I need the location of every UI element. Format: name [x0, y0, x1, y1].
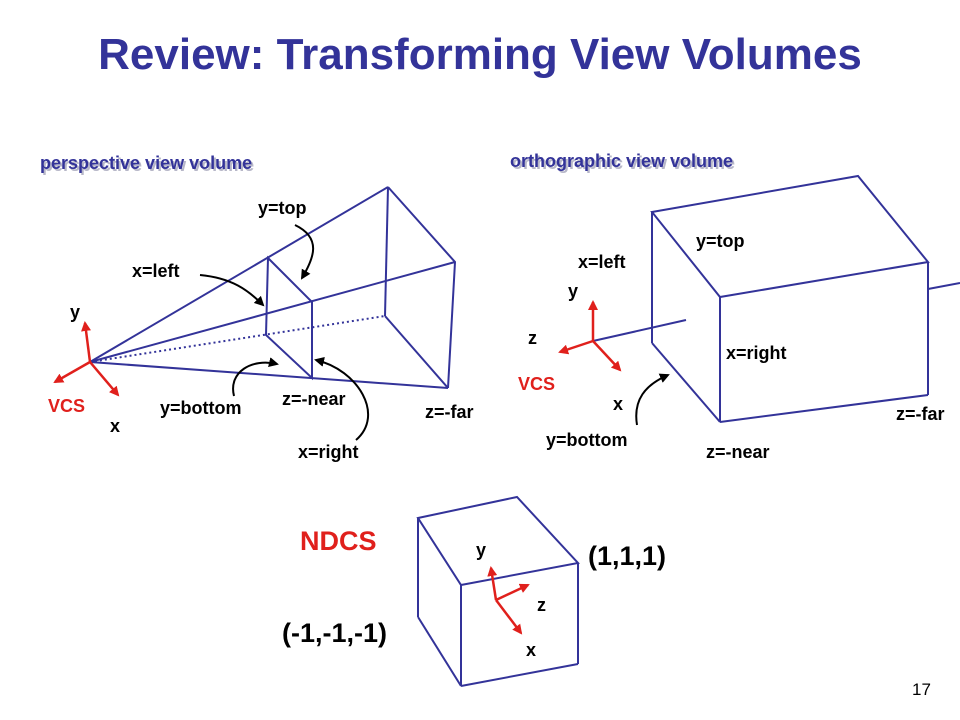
ndcs-axis-x-label: x	[526, 640, 536, 660]
perspective-heading: perspective view volume	[40, 153, 252, 173]
near-plane	[264, 255, 313, 381]
slide-title: Review: Transforming View Volumes	[98, 30, 862, 79]
ndcs-panel: y z x NDCS (1,1,1) (-1,-1,-1)	[282, 495, 666, 687]
far-plane-visible	[387, 186, 457, 389]
ortho-top-face	[650, 174, 930, 299]
orthographic-heading: orthographic view volume	[510, 151, 733, 171]
far-plane-left-edge	[384, 186, 389, 317]
ortho-bottom-left-edge	[651, 342, 721, 423]
orthographic-heading-shadow: orthographic view volume	[512, 153, 735, 173]
perspective-left-label: x=left	[132, 261, 180, 281]
ndcs-z-axis	[495, 583, 530, 602]
ortho-pointer-bottom	[635, 373, 670, 426]
page-number: 17	[912, 680, 931, 699]
ortho-x-axis	[592, 340, 622, 372]
perspective-near-label: z=-near	[282, 389, 346, 409]
perspective-axis-y-label: y	[70, 302, 80, 322]
pointer-right	[314, 356, 369, 441]
far-plane-bottom-edge	[384, 315, 449, 389]
perspective-x-axis	[89, 361, 120, 397]
pointer-top	[294, 224, 314, 280]
ndcs-axis-y-label: y	[476, 540, 486, 560]
ortho-axis-x-label: x	[613, 394, 623, 414]
frustum-bottom-edge	[89, 361, 449, 389]
perspective-vcs-label: VCS	[48, 396, 85, 416]
perspective-top-label: y=top	[258, 198, 307, 218]
perspective-y-axis	[81, 321, 92, 363]
ndcs-x-axis	[495, 599, 523, 635]
pointer-left	[199, 274, 265, 307]
ortho-vcs-label: VCS	[518, 374, 555, 394]
ndcs-label: NDCS	[300, 526, 377, 556]
perspective-right-label: x=right	[298, 442, 359, 462]
ndcs-y-axis	[487, 566, 498, 601]
frustum-hidden-edge	[89, 315, 386, 363]
ndcs-min-corner-label: (-1,-1,-1)	[282, 618, 387, 648]
ndcs-top-face	[416, 495, 580, 587]
perspective-bottom-label: y=bottom	[160, 398, 242, 418]
ndcs-bottom-left-edge	[417, 616, 462, 687]
perspective-panel: perspective view volume perspective view…	[40, 153, 474, 462]
ortho-far-label: z=-far	[896, 404, 945, 424]
ortho-near-label: z=-near	[706, 442, 770, 462]
ortho-bottom-label: y=bottom	[546, 430, 628, 450]
pointer-bottom	[232, 357, 279, 397]
perspective-heading-shadow: perspective view volume	[42, 155, 254, 175]
perspective-far-label: z=-far	[425, 402, 474, 422]
ortho-view-axis	[592, 319, 687, 342]
ortho-z-axis	[558, 339, 594, 355]
ortho-left-label: x=left	[578, 252, 626, 272]
perspective-z-axis	[53, 360, 91, 384]
ndcs-axis-z-label: z	[537, 595, 546, 615]
ortho-axis-z-label: z	[528, 328, 537, 348]
ortho-top-label: y=top	[696, 231, 745, 251]
ndcs-max-corner-label: (1,1,1)	[588, 541, 666, 571]
ortho-right-label: x=right	[726, 343, 787, 363]
frustum-right-edge	[89, 261, 456, 363]
frustum-top-edge	[89, 186, 389, 363]
orthographic-panel: orthographic view volume orthographic vi…	[510, 151, 960, 462]
ortho-front-bottom-edge	[719, 394, 929, 423]
ortho-view-axis-far	[927, 282, 960, 290]
ortho-axis-y-label: y	[568, 281, 578, 301]
ndcs-front-bottom-edge	[460, 663, 579, 687]
perspective-axis-x-label: x	[110, 416, 120, 436]
